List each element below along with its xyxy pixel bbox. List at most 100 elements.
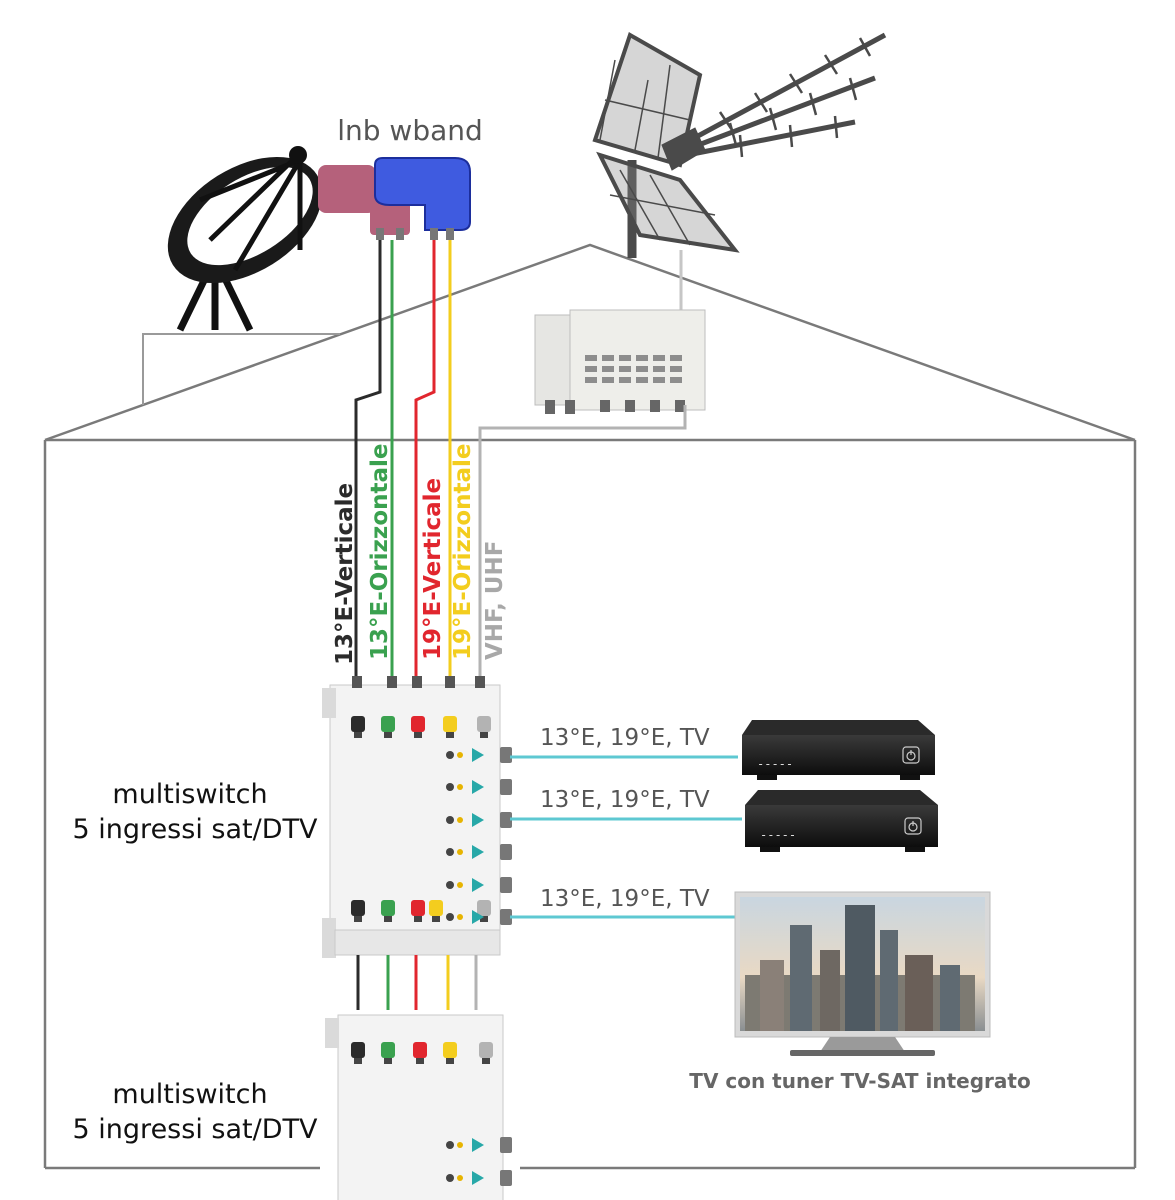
input-port (413, 1042, 427, 1058)
input-connectors-top (352, 676, 485, 688)
input-port-pin (384, 1058, 392, 1064)
output-port (500, 812, 512, 828)
output-labels: 13°E, 19°E, TV 13°E, 19°E, TV 13°E, 19°E… (540, 725, 710, 912)
cable-runs (354, 240, 687, 680)
led-icon (446, 848, 454, 856)
output-arrow-icon (472, 1138, 484, 1152)
input-port-pin (480, 732, 488, 738)
led-icon (446, 816, 454, 824)
amplifier-icon (534, 309, 706, 414)
input-port (351, 716, 365, 732)
led-icon (457, 1175, 463, 1181)
input-port-pin (354, 732, 362, 738)
output-port (500, 909, 512, 925)
input-port-pin (414, 916, 422, 922)
cable-13e-verticale (354, 240, 382, 680)
led-icon (446, 783, 454, 791)
set-top-box-1: ----- (742, 720, 935, 780)
led-icon (457, 882, 463, 888)
output-arrow-icon (472, 845, 484, 859)
cable-label-4: 19°E-Orizzontale (450, 444, 476, 661)
input-port-pin (480, 916, 488, 922)
input-port (479, 1042, 493, 1058)
input-port (411, 716, 425, 732)
tv-caption: TV con tuner TV-SAT integrato (689, 1069, 1030, 1093)
output-port (500, 779, 512, 795)
input-port (381, 716, 395, 732)
input-port (351, 1042, 365, 1058)
input-port-pin (446, 1058, 454, 1064)
input-port-pin (414, 732, 422, 738)
cascade-cables (356, 955, 478, 1010)
tv-icon (734, 891, 991, 1056)
multiswitch-2 (325, 1014, 512, 1200)
output-label-1: 13°E, 19°E, TV (540, 725, 710, 751)
power-button-icon (904, 817, 922, 835)
lnb-icon (318, 157, 471, 240)
terrestrial-antenna-icon (592, 32, 887, 258)
cable-label-2: 13°E-Orizzontale (367, 444, 393, 661)
output-arrow-icon (472, 748, 484, 762)
input-port-pin (384, 916, 392, 922)
multiswitch-1-line2: 5 ingressi sat/DTV (73, 814, 318, 845)
led-icon (446, 881, 454, 889)
cable-labels: 13°E-Verticale 13°E-Orizzontale 19°E-Verti… (332, 444, 508, 666)
output-port (500, 1137, 512, 1153)
input-port (429, 900, 443, 916)
output-port (500, 844, 512, 860)
lnb-label: lnb wband (337, 114, 483, 147)
led-icon (457, 849, 463, 855)
input-port (477, 900, 491, 916)
led-icon (457, 914, 463, 920)
cable-label-5: VHF, UHF (482, 541, 508, 660)
input-port-pin (416, 1058, 424, 1064)
input-port (443, 716, 457, 732)
output-arrow-icon (472, 910, 484, 924)
led-icon (457, 784, 463, 790)
receiver-1-display: ----- (757, 757, 793, 771)
house-outline (43, 243, 1137, 1170)
input-port-pin (482, 1058, 490, 1064)
set-top-box-2: ----- (745, 790, 938, 852)
output-arrow-icon (472, 813, 484, 827)
input-port-pin (432, 916, 440, 922)
output-port (500, 1170, 512, 1186)
output-label-3: 13°E, 19°E, TV (540, 886, 710, 912)
receiver-2-display: ----- (760, 828, 796, 842)
input-port (443, 1042, 457, 1058)
satellite-dish-icon (167, 146, 323, 332)
input-port (351, 900, 365, 916)
cable-label-1: 13°E-Verticale (332, 483, 358, 665)
output-label-2: 13°E, 19°E, TV (540, 787, 710, 813)
input-port (411, 900, 425, 916)
led-icon (446, 751, 454, 759)
cable-vhf-uhf (478, 405, 687, 680)
output-port (500, 747, 512, 763)
multiswitch-1 (322, 684, 512, 958)
output-arrow-icon (472, 878, 484, 892)
led-icon (457, 752, 463, 758)
cable-label-3: 19°E-Verticale (420, 478, 446, 660)
led-icon (446, 913, 454, 921)
led-icon (446, 1141, 454, 1149)
multiswitch-2-line2: 5 ingressi sat/DTV (73, 1114, 318, 1145)
input-port-pin (354, 916, 362, 922)
output-arrow-icon (472, 1171, 484, 1185)
input-port (381, 900, 395, 916)
led-icon (446, 1174, 454, 1182)
multiswitch-labels: multiswitch 5 ingressi sat/DTV multiswit… (73, 779, 318, 1145)
multiswitch-1-line1: multiswitch (112, 779, 267, 810)
input-port (381, 1042, 395, 1058)
multiswitch-2-line1: multiswitch (112, 1079, 267, 1110)
output-port (500, 877, 512, 893)
led-icon (457, 817, 463, 823)
input-port (477, 716, 491, 732)
input-port-pin (354, 1058, 362, 1064)
dish-mount (142, 333, 340, 405)
power-button-icon (902, 746, 920, 764)
cable-19e-verticale (414, 240, 436, 680)
input-port-pin (446, 732, 454, 738)
input-port-pin (384, 732, 392, 738)
output-lines (510, 755, 742, 919)
output-arrow-icon (472, 780, 484, 794)
